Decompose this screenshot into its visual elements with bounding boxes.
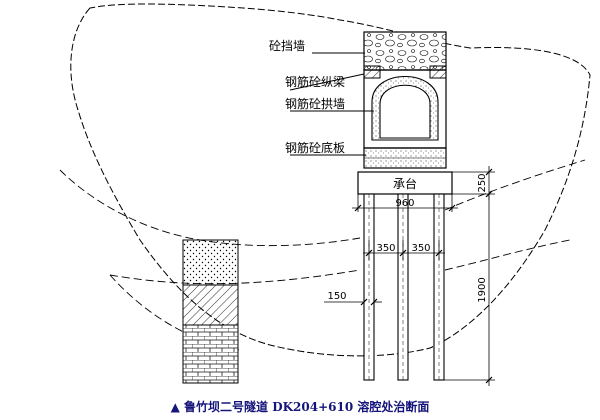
dim-250: 250 [477, 173, 488, 192]
base-slab [363, 147, 447, 169]
figure-caption: ▲ 鲁竹坝二号隧道 DK204+610 溶腔处治断面 [171, 399, 430, 414]
dim-960: 960 [395, 198, 414, 209]
dimension-ticks [354, 168, 493, 384]
dim-150: 150 [327, 291, 346, 302]
label-base-slab: 钢筋砼底板 [285, 140, 345, 155]
retaining-wall [363, 31, 447, 71]
label-pile-cap: 承台 [393, 176, 417, 191]
dim-350-right: 350 [411, 243, 430, 254]
left-fill-column [182, 239, 239, 384]
cavity-outline [70, 3, 591, 357]
label-leaders [289, 52, 374, 156]
piles [363, 193, 445, 381]
tunnel-lining [363, 65, 447, 149]
dim-1900: 1900 [477, 277, 488, 302]
caption-text: 鲁竹坝二号隧道 DK204+610 溶腔处治断面 [183, 399, 429, 414]
inner-boundaries [59, 159, 586, 351]
label-retaining-wall: 砼挡墙 [269, 39, 305, 53]
dim-350-left: 350 [376, 243, 395, 254]
label-longitudinal-beam: 钢筋砼纵梁 [285, 74, 345, 89]
label-arch-wall: 钢筋砼拱墙 [285, 96, 345, 111]
caption-marker: ▲ [171, 400, 181, 414]
